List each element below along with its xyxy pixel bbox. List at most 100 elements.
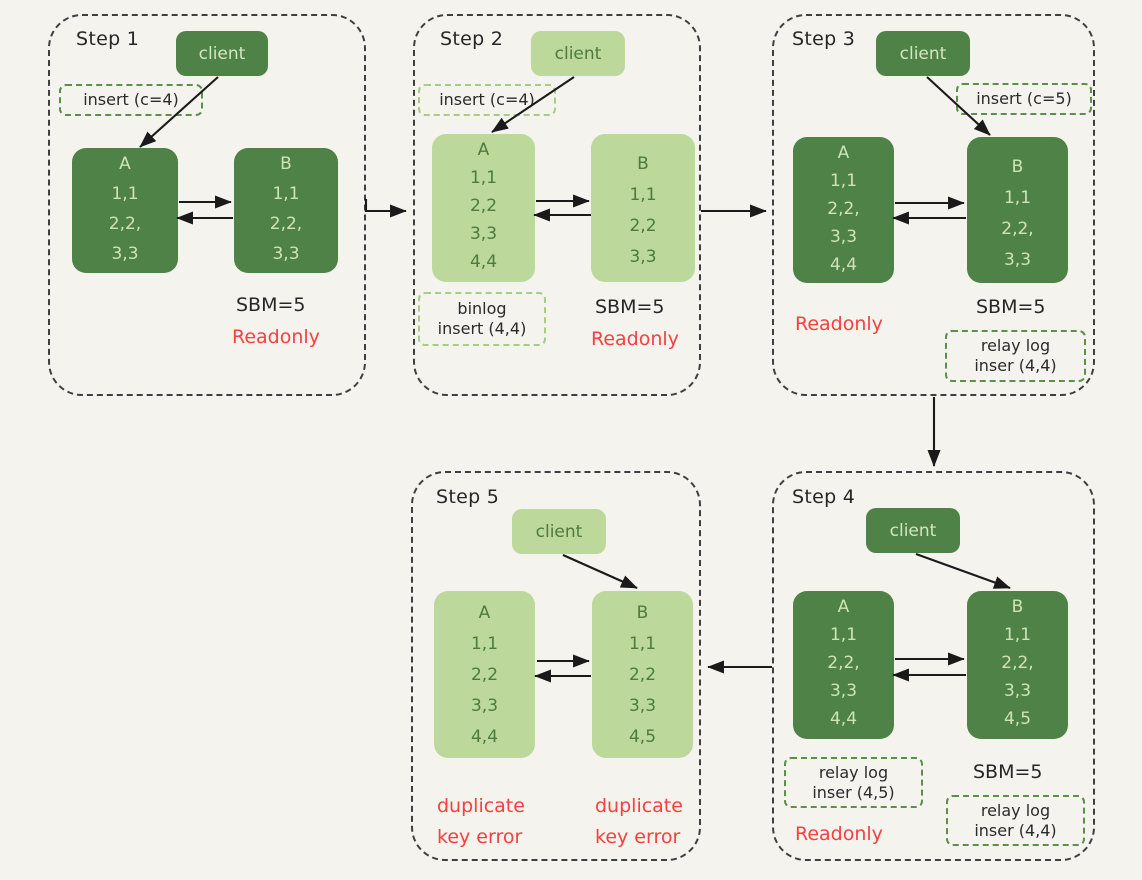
step-3-node-b-row-3: 3,3 [1003, 250, 1032, 270]
step-3-node-b: B 1,1 2,2, 3,3 [967, 137, 1068, 283]
step-4-node-a-row-3: 3,3 [829, 681, 858, 701]
step-2-node-b-row-3: 3,3 [629, 247, 657, 267]
step-5-node-b-row-2: 2,2 [628, 665, 657, 685]
step-3-relaylog-tag-line-2: inser (4,4) [974, 356, 1057, 375]
step-2-binlog-tag-line-2: insert (4,4) [437, 319, 527, 338]
step-1-insert-tag: insert (c=4) [59, 84, 203, 116]
step-1-node-b-row-2: 2,2, [269, 214, 303, 234]
step-2-node-b-row-1: 1,1 [629, 185, 657, 205]
step-3-node-a-row-4: 4,4 [829, 255, 858, 275]
connector-step1-step2 [364, 199, 407, 218]
step-3-sbm-caption: SBM=5 [976, 296, 1046, 318]
step-2-node-a-name: A [477, 140, 490, 160]
step-2-sbm-caption: SBM=5 [595, 296, 665, 318]
step-5-node-b-name: B [636, 603, 649, 623]
step-2-node-a-row-1: 1,1 [469, 168, 498, 188]
step-4-title: Step 4 [792, 486, 856, 508]
step-5-node-a-row-3: 3,3 [470, 696, 499, 716]
step-5-error-b-line-2: key error [595, 826, 681, 848]
step-2-node-a-row-2: 2,2 [469, 196, 498, 216]
step-2-node-b-row-2: 2,2 [629, 216, 657, 236]
step-1-node-a-name: A [119, 154, 131, 174]
step-1-readonly-caption: Readonly [232, 326, 320, 348]
step-3-node-b-name: B [1011, 157, 1024, 177]
step-3-node-a-row-2: 2,2, [827, 199, 860, 219]
step-3-node-a-name: A [837, 143, 850, 163]
step-2-insert-tag-line-1: insert (c=4) [439, 90, 535, 109]
step-5-node-b: B 1,1 2,2 3,3 4,5 [592, 591, 693, 758]
step-4-relaylog-a-tag-line-1: relay log [818, 762, 889, 782]
step-5-node-b-row-3: 3,3 [628, 696, 657, 716]
step-5-node-a-name: A [478, 603, 491, 623]
step-1-node-b-row-1: 1,1 [272, 184, 300, 204]
step-4-node-a-name: A [837, 597, 850, 617]
step-4-readonly-caption: Readonly [795, 823, 883, 845]
step-panel-2 [413, 14, 701, 396]
step-2-title: Step 2 [440, 28, 504, 50]
step-1-insert-tag-line-1: insert (c=4) [83, 90, 179, 109]
step-5-node-b-row-1: 1,1 [628, 634, 657, 654]
step-4-node-a-row-1: 1,1 [829, 625, 858, 645]
step-panel-4 [772, 471, 1095, 861]
step-5-node-a: A 1,1 2,2 3,3 4,4 [434, 591, 535, 758]
step-1-node-a-row-2: 2,2, [108, 214, 142, 234]
step-3-node-b-row-2: 2,2, [1001, 219, 1034, 239]
step-3-node-a-row-1: 1,1 [829, 171, 858, 191]
step-1-node-b-name: B [280, 154, 292, 174]
step-5-client-box: client [512, 509, 606, 554]
step-2-node-a-row-3: 3,3 [469, 224, 498, 244]
step-5-title: Step 5 [436, 486, 500, 508]
step-4-node-b: B 1,1 2,2, 3,3 4,5 [967, 591, 1068, 739]
step-panel-3 [772, 14, 1095, 396]
step-4-client-box: client [866, 508, 960, 553]
step-2-binlog-tag: binlog insert (4,4) [418, 292, 546, 346]
step-4-relaylog-b-tag-line-2: inser (4,4) [974, 820, 1057, 840]
step-3-node-a-row-3: 3,3 [829, 227, 858, 247]
step-3-client-box: client [876, 31, 970, 76]
step-1-node-a-row-3: 3,3 [111, 244, 139, 264]
step-4-relaylog-a-tag-line-2: inser (4,5) [812, 782, 895, 802]
step-2-node-b: B 1,1 2,2 3,3 [591, 134, 695, 282]
step-1-client-box: client [176, 31, 268, 76]
step-4-node-b-row-4: 4,5 [1003, 709, 1032, 729]
step-1-sbm-caption: SBM=5 [236, 294, 306, 316]
step-5-node-a-row-4: 4,4 [470, 727, 499, 747]
step-2-node-a-row-4: 4,4 [469, 252, 498, 272]
step-1-node-a: A 1,1 2,2, 3,3 [72, 148, 178, 273]
step-3-node-b-row-1: 1,1 [1003, 188, 1032, 208]
step-1-node-a-row-1: 1,1 [111, 184, 139, 204]
step-1-title: Step 1 [76, 28, 140, 50]
step-3-node-a: A 1,1 2,2, 3,3 4,4 [793, 137, 894, 283]
step-5-error-b-line-1: duplicate [595, 795, 683, 817]
step-2-binlog-tag-line-1: binlog [457, 299, 507, 318]
step-3-insert-tag-line-1: insert (c=5) [976, 89, 1072, 108]
step-5-node-a-row-1: 1,1 [470, 634, 499, 654]
step-panel-5 [411, 471, 701, 861]
step-2-insert-tag: insert (c=4) [418, 84, 556, 116]
step-3-title: Step 3 [792, 28, 856, 50]
step-4-node-b-row-2: 2,2, [1001, 653, 1034, 673]
step-4-relaylog-b-tag: relay log inser (4,4) [946, 795, 1085, 846]
step-4-sbm-caption: SBM=5 [973, 761, 1043, 783]
step-5-error-a-line-1: duplicate [437, 795, 525, 817]
step-4-relaylog-b-tag-line-1: relay log [980, 800, 1051, 820]
step-1-node-b: B 1,1 2,2, 3,3 [234, 148, 338, 273]
step-2-client-box: client [531, 31, 625, 76]
step-4-node-a-row-2: 2,2, [827, 653, 860, 673]
step-3-relaylog-tag: relay log inser (4,4) [945, 330, 1086, 382]
step-2-node-a: A 1,1 2,2 3,3 4,4 [432, 134, 535, 282]
step-3-insert-tag: insert (c=5) [956, 83, 1092, 115]
step-3-relaylog-tag-line-1: relay log [980, 336, 1051, 355]
step-4-relaylog-a-tag: relay log inser (4,5) [784, 757, 923, 808]
step-4-node-b-row-1: 1,1 [1003, 625, 1032, 645]
step-1-node-b-row-3: 3,3 [272, 244, 300, 264]
step-2-readonly-caption: Readonly [591, 328, 679, 350]
step-5-error-a-line-2: key error [437, 826, 523, 848]
step-4-node-b-name: B [1011, 597, 1024, 617]
step-2-node-b-name: B [637, 154, 649, 174]
step-4-node-a-row-4: 4,4 [829, 709, 858, 729]
step-5-node-a-row-2: 2,2 [470, 665, 499, 685]
step-4-node-b-row-3: 3,3 [1003, 681, 1032, 701]
step-3-readonly-caption: Readonly [795, 313, 883, 335]
